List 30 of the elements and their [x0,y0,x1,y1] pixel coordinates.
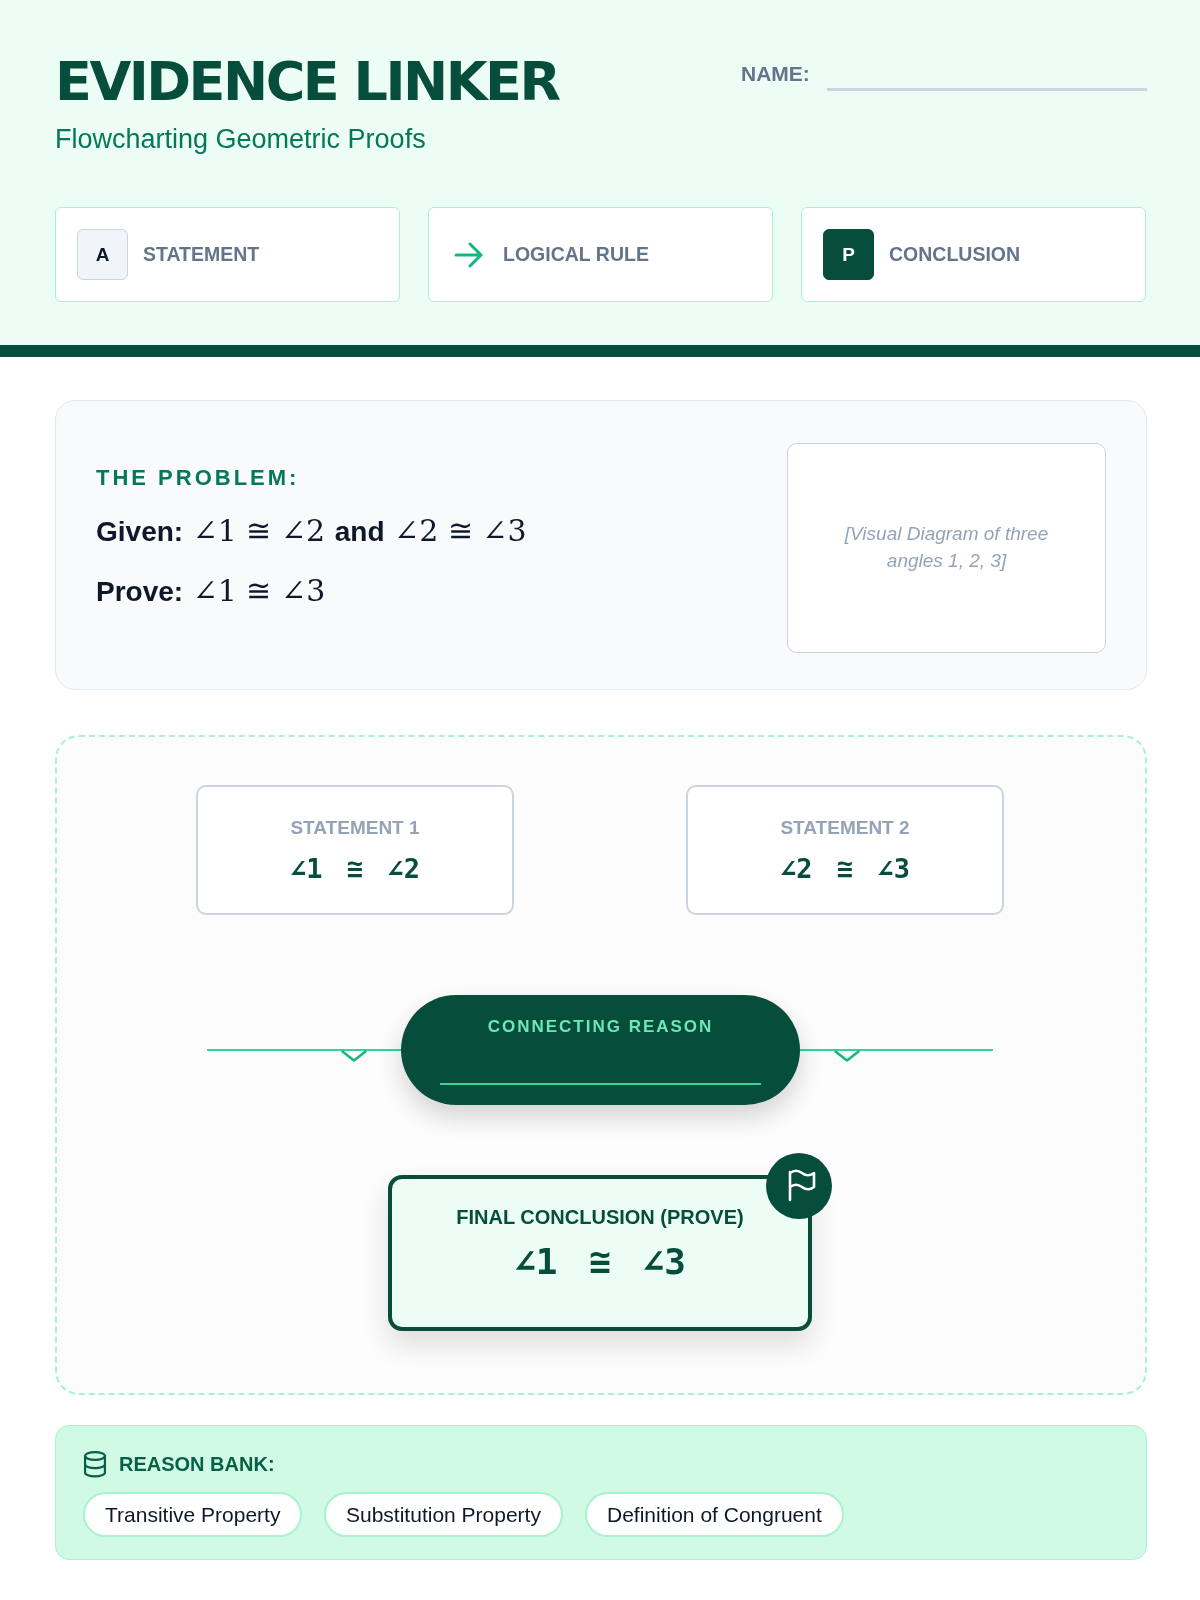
reason-chip: Definition of Congruent [585,1492,844,1538]
section-heading: REASON BANK: [119,1453,275,1476]
conclusion-label: FINAL CONCLUSION (PROVE) [456,1206,744,1229]
reason-chip: Transitive Property [83,1492,303,1538]
letter-badge: A [77,229,128,280]
letter-badge: P [823,229,874,280]
connector-line [206,1049,402,1051]
problem-panel [55,400,1147,690]
statement-box [686,785,1004,915]
connector-line [799,1049,994,1051]
statement-label: STATEMENT 2 [780,816,910,839]
reason-label: CONNECTING REASON [487,1017,714,1037]
statement-label: STATEMENT 1 [290,816,420,839]
placeholder-text: [Visual Diagram of three angles 1, 2, 3] [843,522,1050,573]
legend-label: LOGICAL RULE [503,243,649,266]
reason-bank-panel [55,1425,1147,1560]
subtitle: Flowcharting Geometric Proofs [55,124,426,155]
math-statement: Given: ∠1 ≅ ∠2 and ∠2 ≅ ∠3 [96,513,527,549]
math-statement: ∠1 ≅ ∠2 [290,852,420,884]
reason-chip: Substitution Property [324,1492,563,1538]
field-label: NAME: [741,62,810,86]
math-statement: ∠1 ≅ ∠3 [514,1241,686,1282]
math-statement: Prove: ∠1 ≅ ∠3 [96,573,326,609]
section-heading: THE PROBLEM: [96,465,300,491]
legend-label: CONCLUSION [889,243,1021,266]
math-statement: ∠2 ≅ ∠3 [780,852,910,884]
statement-box [196,785,514,915]
title: EVIDENCE LINKER [55,55,559,109]
legend-label: STATEMENT [143,243,260,266]
diagram-box [787,443,1106,653]
